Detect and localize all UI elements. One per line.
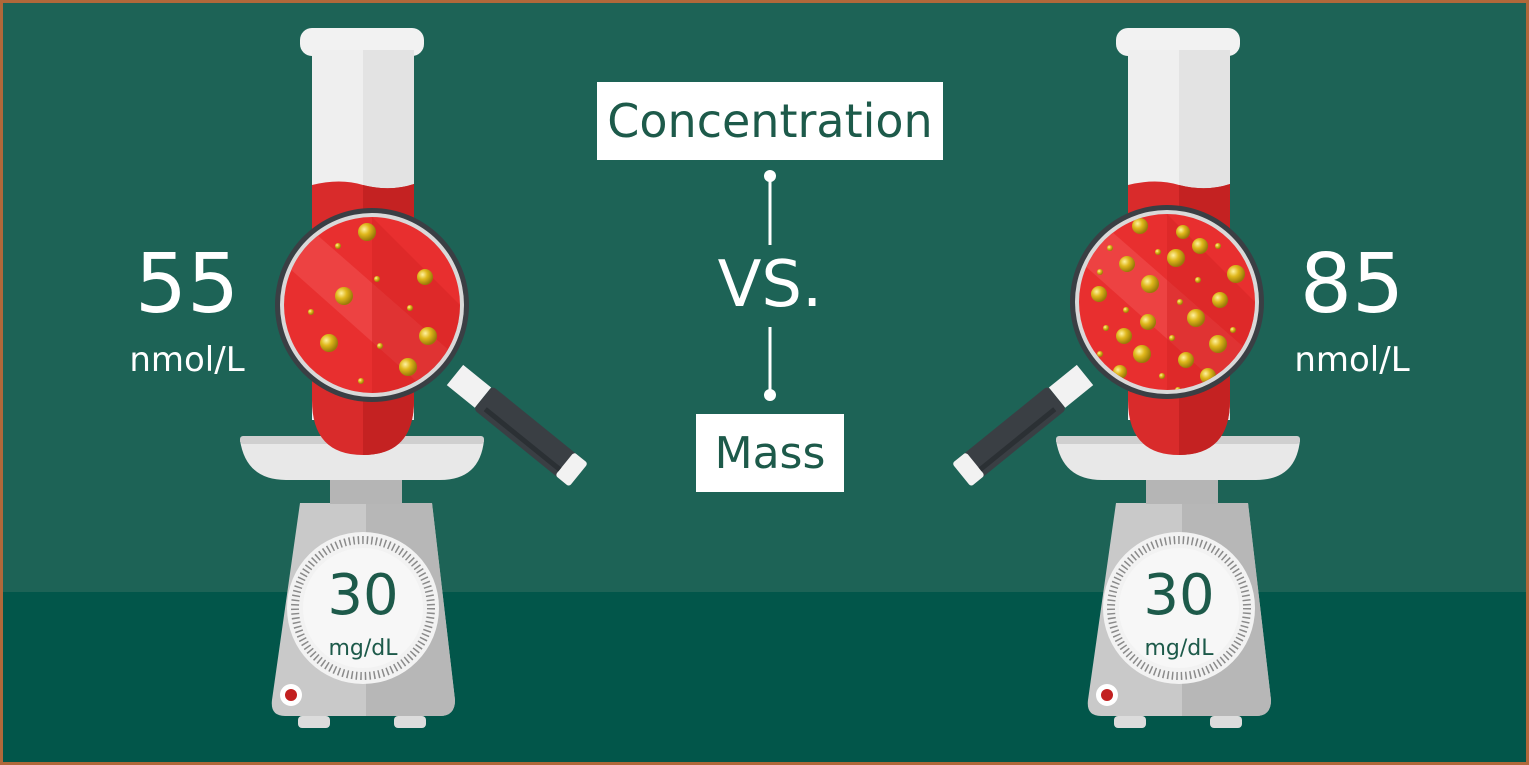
right-scale-reading: 30: [1143, 563, 1215, 628]
right-concentration-unit: nmol/L: [1294, 340, 1410, 380]
right-magnifying-glass-icon: [953, 205, 1264, 486]
right-weighing-scale-icon: [1056, 436, 1300, 728]
right-particles: [1091, 218, 1245, 390]
vs-text: VS.: [717, 248, 823, 322]
right-concentration-value: 85: [1299, 237, 1405, 332]
vs-connector: [764, 170, 776, 401]
left-scale-unit: mg/dL: [328, 636, 398, 661]
left-dial-ticks: [291, 536, 435, 680]
left-particles: [308, 223, 437, 384]
right-scale-unit: mg/dL: [1144, 636, 1214, 661]
floor: [0, 592, 1529, 765]
concentration-label: Concentration: [597, 82, 943, 160]
left-magnifying-glass-icon: [275, 208, 587, 486]
left-concentration-value: 55: [134, 237, 240, 332]
mass-label: Mass: [696, 414, 844, 492]
right-dial-ticks: [1107, 536, 1251, 680]
left-scale-reading: 30: [327, 563, 399, 628]
left-concentration-unit: nmol/L: [129, 340, 245, 380]
